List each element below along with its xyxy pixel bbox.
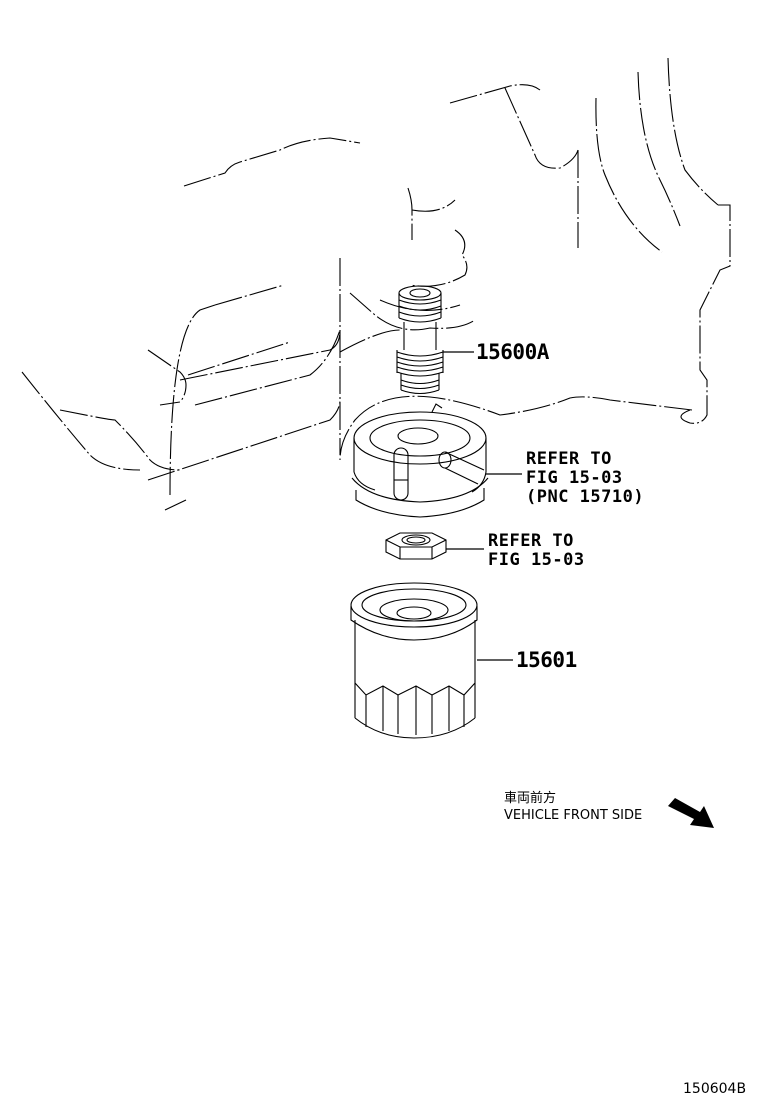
part-label-nut: REFER TO FIG 15-03 — [488, 532, 585, 570]
figure-code: 150604B — [683, 1081, 747, 1097]
arrow-icon — [668, 798, 714, 828]
oil-cooler-drawing — [351, 403, 489, 518]
part-label-oil-cooler: REFER TO FIG 15-03 (PNC 15710) — [526, 450, 644, 507]
part-label-15600A: 15600A — [476, 340, 549, 364]
ref-line-1: REFER TO — [488, 531, 574, 551]
ref-line-2: FIG 15-03 — [488, 550, 585, 570]
vehicle-front-jp: 車両前方 — [504, 791, 557, 806]
vehicle-front-en: VEHICLE FRONT SIDE — [504, 808, 643, 823]
nut-drawing — [385, 532, 447, 560]
ref-line-1: REFER TO — [526, 449, 612, 469]
ref-line-3: (PNC 15710) — [526, 487, 645, 507]
ref-line-2: FIG 15-03 — [526, 468, 623, 488]
vehicle-front-label: 車両前方 VEHICLE FRONT SIDE — [504, 790, 642, 824]
oil-filter-drawing — [350, 582, 478, 739]
union-bolt-drawing — [396, 285, 444, 395]
part-label-15601: 15601 — [516, 648, 577, 672]
